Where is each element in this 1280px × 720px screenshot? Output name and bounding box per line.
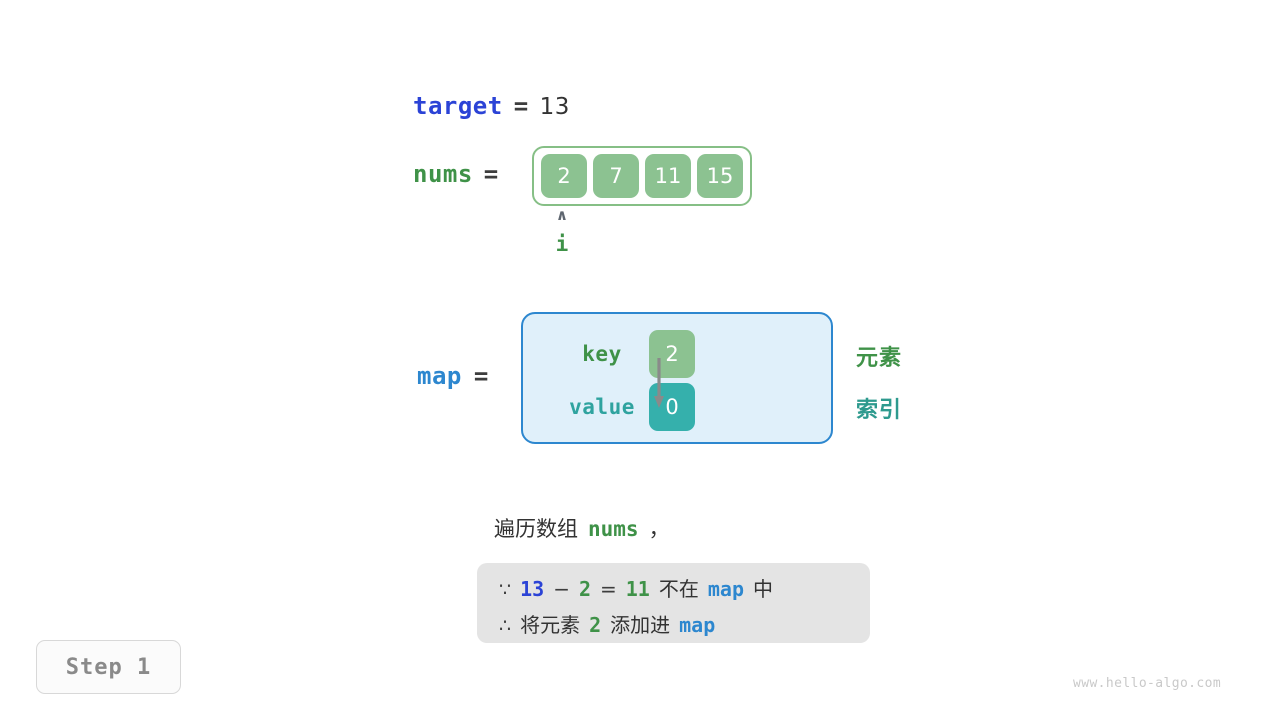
conclusion-add-into-text: 添加进: [610, 613, 671, 637]
conclusion-target-value: 13: [520, 577, 545, 601]
nums-equals-sign: =: [483, 160, 499, 188]
map-assignment-row: map =: [417, 362, 489, 390]
conclusion-not-in-text: 不在: [658, 577, 699, 601]
target-assignment-row: target = 13: [413, 92, 570, 120]
map-value-label: value: [569, 395, 635, 419]
array-cell: 7: [593, 154, 639, 198]
caption-prefix: 遍历数组: [494, 517, 578, 541]
conclusion-line-1: ∵ 13 − 2 = 11 不在 map 中: [499, 571, 848, 607]
conclusion-add-element-text: 将元素: [520, 613, 581, 637]
index-pointer-group: ∧ i: [546, 206, 578, 256]
array-cell: 15: [697, 154, 743, 198]
conclusion-map-word: map: [679, 613, 716, 637]
annotation-index: 索引: [856, 398, 903, 423]
caret-up-icon: ∧: [555, 206, 569, 224]
nums-array-container: 2 7 11 15: [532, 146, 752, 206]
array-cell: 2: [541, 154, 587, 198]
caption-code: nums: [588, 517, 639, 541]
caption-line: 遍历数组 nums ，: [494, 513, 670, 543]
array-cell: 11: [645, 154, 691, 198]
equals-operator: =: [600, 577, 617, 601]
map-equals-sign: =: [473, 362, 489, 390]
conclusion-in-particle: 中: [752, 577, 773, 601]
conclusion-box: ∵ 13 − 2 = 11 不在 map 中 ∴ 将元素 2 添加进 map: [477, 563, 870, 643]
conclusion-added-value: 2: [589, 613, 602, 637]
map-value-row: value 0: [555, 383, 695, 431]
target-equals-sign: =: [513, 92, 529, 120]
nums-variable-name: nums: [413, 160, 473, 188]
map-container: key 2 value 0: [521, 312, 833, 444]
step-badge: Step 1: [36, 640, 181, 694]
caption-suffix: ，: [648, 517, 670, 541]
map-key-row: key 2: [555, 330, 695, 378]
target-variable-name: target: [413, 92, 503, 120]
index-pointer-label: i: [555, 231, 569, 256]
conclusion-map-word: map: [707, 577, 744, 601]
map-variable-name: map: [417, 362, 462, 390]
therefore-symbol-icon: ∴: [499, 615, 512, 637]
because-symbol-icon: ∵: [499, 579, 512, 601]
map-value-cell: 0: [649, 383, 695, 431]
map-key-label: key: [582, 342, 622, 366]
annotation-element: 元素: [856, 346, 903, 371]
watermark: www.hello-algo.com: [1073, 676, 1222, 691]
conclusion-current-element: 2: [578, 577, 591, 601]
map-key-cell: 2: [649, 330, 695, 378]
nums-assignment-row: nums =: [413, 160, 499, 188]
conclusion-complement: 11: [625, 577, 650, 601]
target-value: 13: [539, 94, 570, 120]
conclusion-line-2: ∴ 将元素 2 添加进 map: [499, 607, 848, 643]
minus-operator: −: [553, 577, 570, 601]
